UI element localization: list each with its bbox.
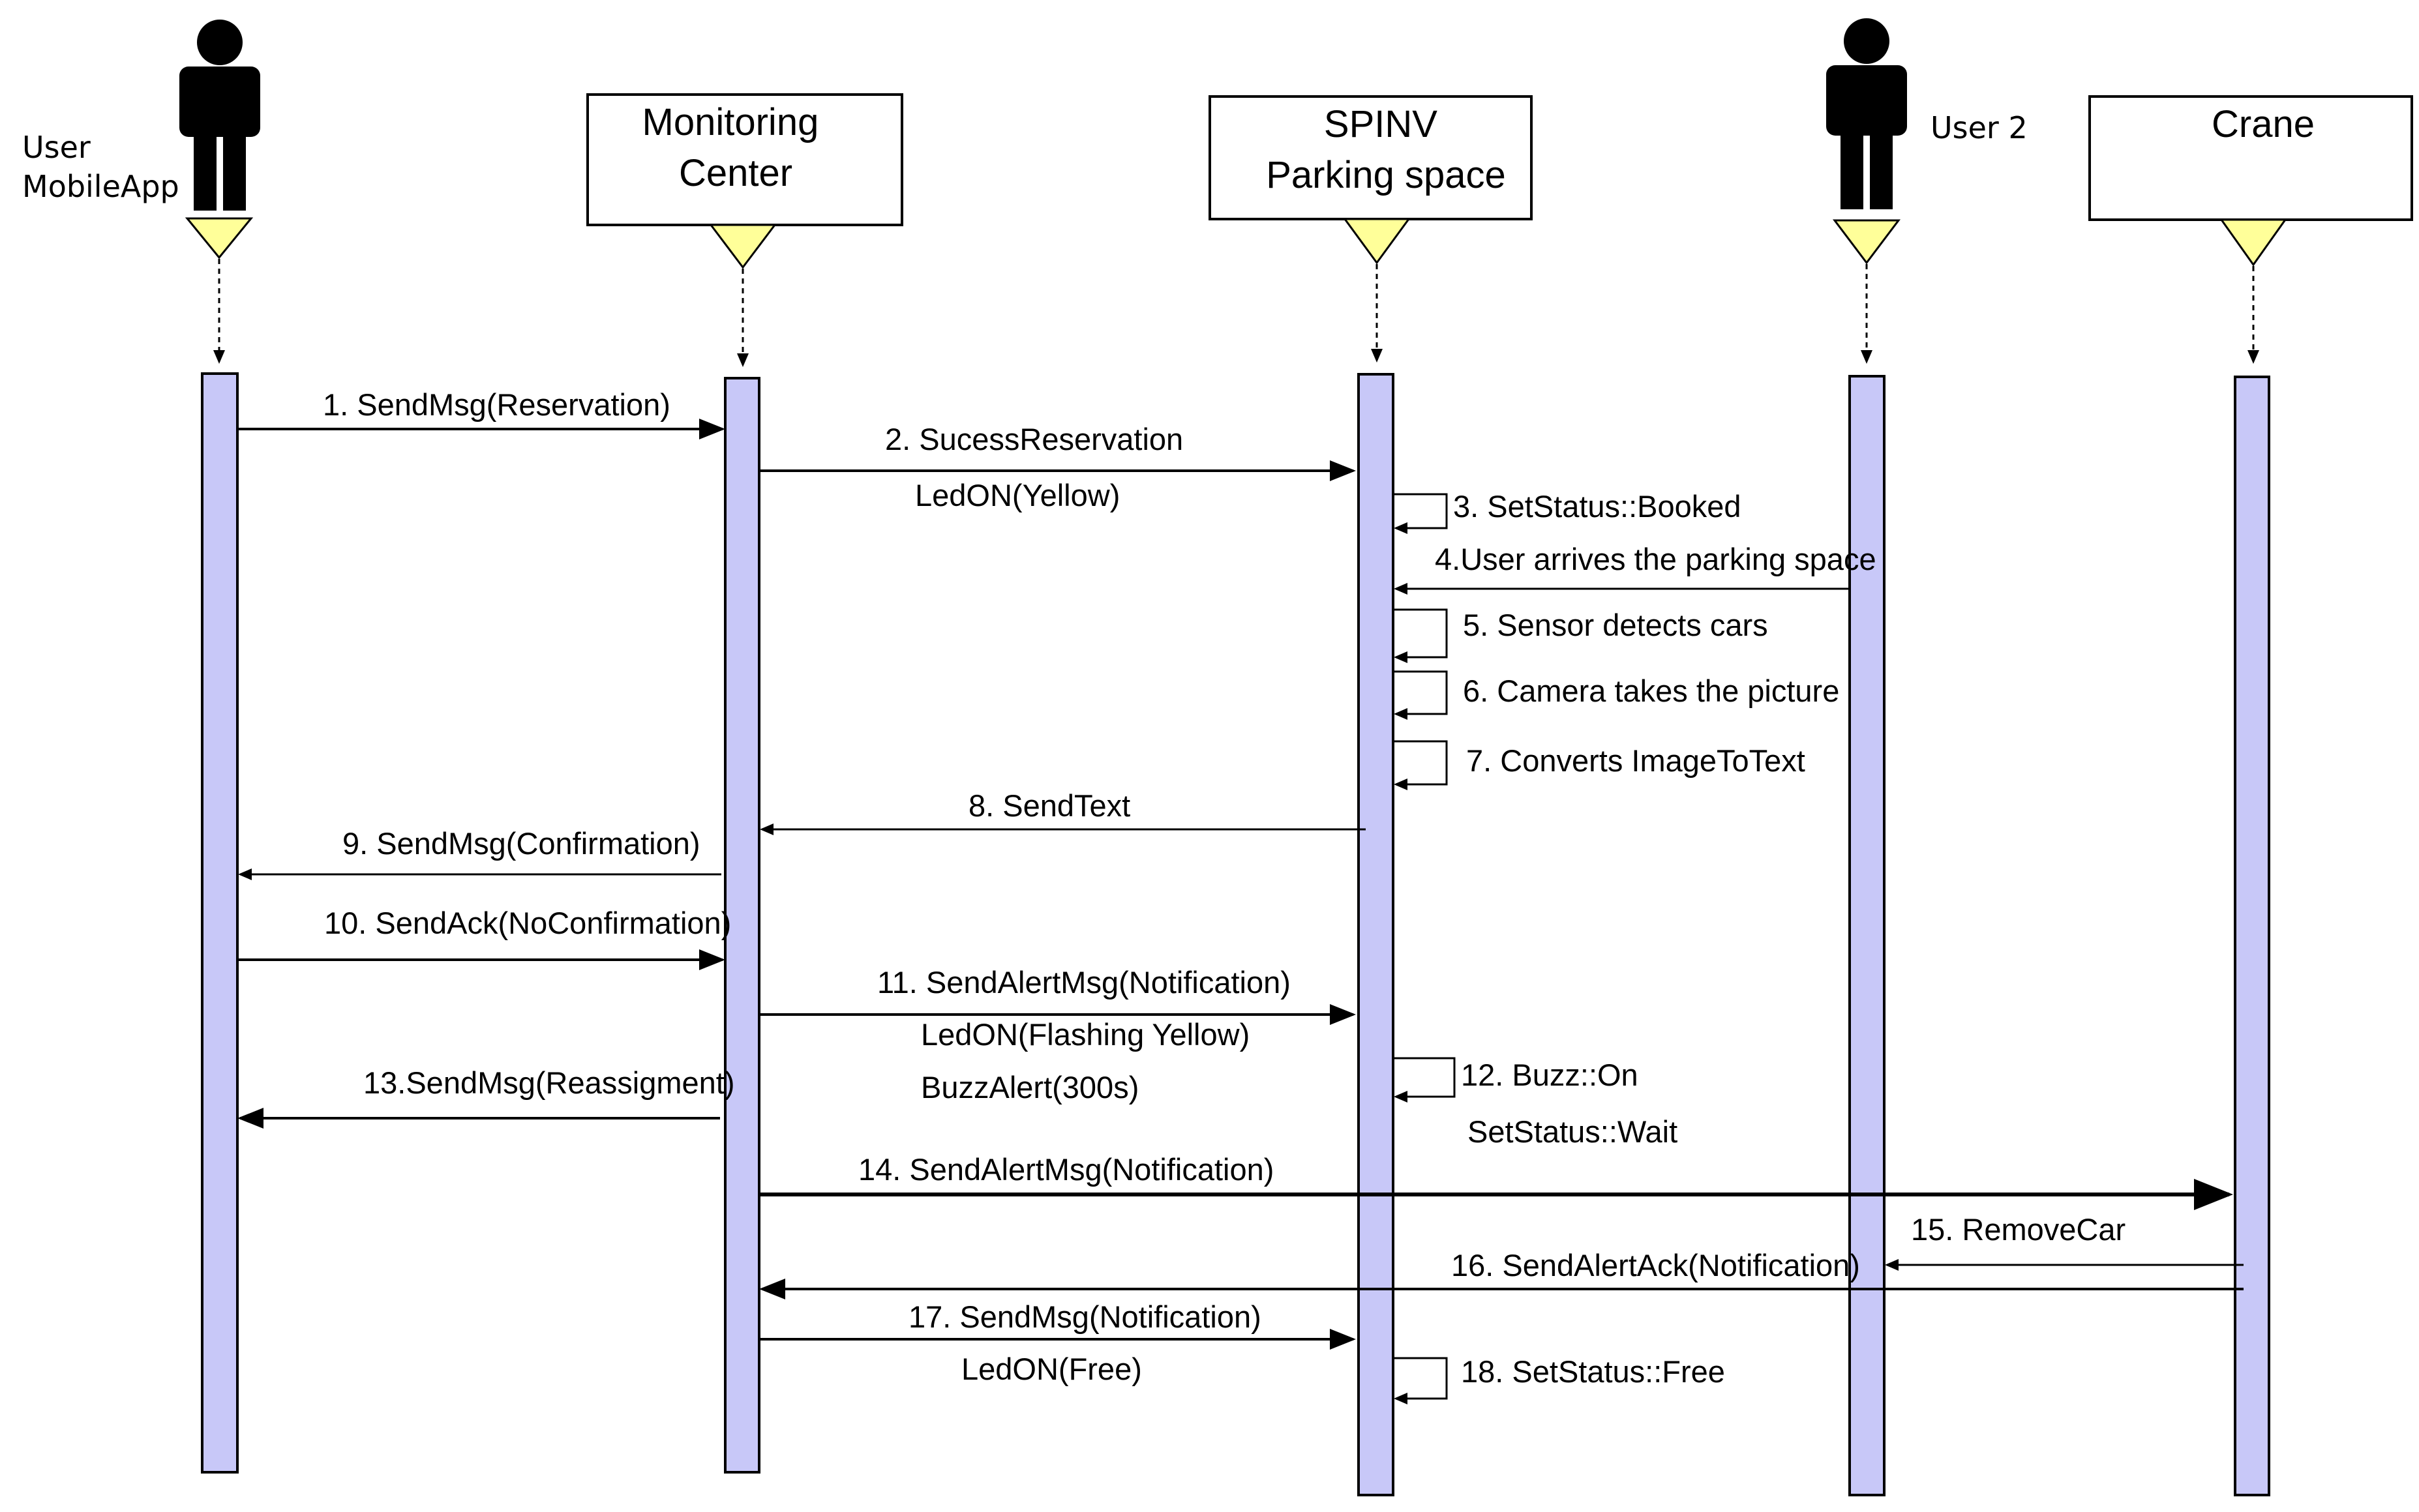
participant-box <box>1209 95 1533 220</box>
message-10: 10. SendAck(NoConfirmation) <box>237 906 731 970</box>
activation-bar <box>724 377 760 1474</box>
message-11: 11. SendAlertMsg(Notification) LedON(Fla… <box>759 965 1356 1104</box>
self-message-arrow <box>1393 740 1448 790</box>
message-label: 11. SendAlertMsg(Notification) LedON(Fla… <box>877 965 1299 1104</box>
participant-crane: Crane <box>2088 95 2413 1496</box>
message-5: 5. Sensor detects cars <box>1393 608 1768 663</box>
participant-label: User 2 <box>1931 110 2028 145</box>
message-label: 15. RemoveCar <box>1911 1212 2126 1247</box>
participant-label: SPINV Parking space <box>1266 103 1506 196</box>
message-6: 6. Camera takes the picture <box>1393 670 1839 720</box>
activation-bar <box>1357 373 1394 1496</box>
message-15: 15. RemoveCar <box>1885 1212 2244 1271</box>
message-label: 3. SetStatus::Booked <box>1453 489 1741 524</box>
message-1: 1. SendMsg(Reservation) <box>237 387 725 439</box>
participant-label: User MobileApp <box>22 130 179 204</box>
message-12: 12. Buzz::On SetStatus::Wait <box>1393 1057 1677 1149</box>
self-message-arrow <box>1393 670 1448 720</box>
message-14: 14. SendAlertMsg(Notification) <box>759 1152 2233 1210</box>
message-label: 10. SendAck(NoConfirmation) <box>324 906 731 940</box>
lifeline-anchor-triangle <box>708 224 777 269</box>
self-message-arrow <box>1393 1057 1456 1103</box>
message-label: 4.User arrives the parking space <box>1435 542 1876 576</box>
message-label: 7. Converts ImageToText <box>1466 743 1805 778</box>
message-7: 7. Converts ImageToText <box>1393 740 1805 790</box>
lifeline-anchor-triangle <box>185 217 254 259</box>
self-message-arrow <box>1393 1357 1448 1404</box>
message-4: 4.User arrives the parking space <box>1394 542 1876 595</box>
participant-label: Crane <box>2212 103 2315 145</box>
message-label: 12. Buzz::On SetStatus::Wait <box>1461 1058 1677 1149</box>
user-2-actor-icon <box>1826 18 1907 209</box>
message-label: 14. SendAlertMsg(Notification) <box>858 1152 1274 1187</box>
message-9: 9. SendMsg(Confirmation) <box>238 826 721 880</box>
message-13: 13.SendMsg(Reassigment) <box>237 1065 735 1129</box>
message-label: 9. SendMsg(Confirmation) <box>342 826 700 861</box>
participant-user-mobileapp: User MobileApp <box>22 20 260 1474</box>
participant-box <box>2088 95 2413 221</box>
participant-spinv-parking-space: SPINV Parking space <box>1209 95 1533 1496</box>
lifeline-anchor-triangle <box>2219 218 2287 267</box>
user-actor-icon <box>179 20 260 211</box>
message-label: 16. SendAlertAck(Notification) <box>1451 1248 1860 1282</box>
self-message-arrow <box>1393 608 1448 663</box>
message-8: 8. SendText <box>760 788 1366 835</box>
participant-user-2: User 2 <box>1826 18 2028 1496</box>
message-label: 13.SendMsg(Reassigment) <box>363 1065 735 1100</box>
message-label: 18. SetStatus::Free <box>1461 1354 1725 1389</box>
participant-label: Monitoring Center <box>642 101 830 194</box>
message-16: 16. SendAlertAck(Notification) <box>759 1248 2244 1299</box>
message-17: 17. SendMsg(Notification) LedON(Free) <box>759 1299 1356 1386</box>
lifeline-anchor-triangle <box>1343 218 1411 265</box>
activation-bar <box>1848 375 1886 1496</box>
participant-monitoring-center: Monitoring Center <box>586 93 903 1474</box>
message-18: 18. SetStatus::Free <box>1393 1354 1725 1404</box>
message-label: 8. SendText <box>969 788 1130 823</box>
activation-bar <box>201 372 239 1474</box>
message-label: 6. Camera takes the picture <box>1463 674 1839 708</box>
message-3: 3. SetStatus::Booked <box>1393 489 1741 534</box>
message-2: 2. SucessReservation LedON(Yellow) <box>759 422 1356 512</box>
message-label: 5. Sensor detects cars <box>1463 608 1768 642</box>
message-label: 1. SendMsg(Reservation) <box>323 387 670 422</box>
lifeline-anchor-triangle <box>1832 219 1901 265</box>
activation-bar <box>2234 376 2270 1496</box>
self-message-arrow <box>1393 493 1448 534</box>
message-label: 2. SucessReservation LedON(Yellow) <box>885 422 1192 512</box>
message-label: 17. SendMsg(Notification) LedON(Free) <box>909 1299 1270 1386</box>
